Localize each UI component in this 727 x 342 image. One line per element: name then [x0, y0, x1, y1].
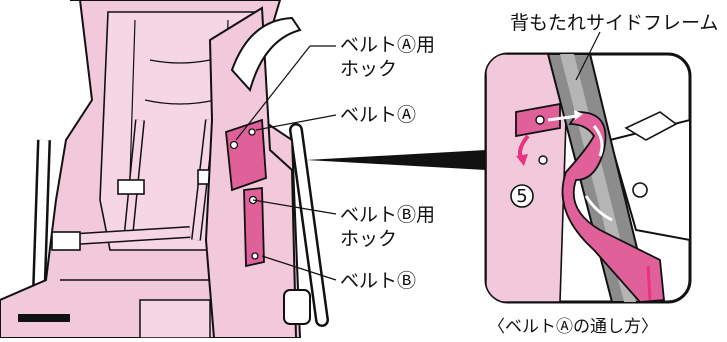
belt-b-hook-label-line1: ベルトⒷ用	[340, 204, 436, 226]
step-number: 5	[516, 186, 527, 207]
belt-a-hook-label-line2: ホック	[340, 58, 398, 80]
detail-hook	[538, 155, 548, 165]
buckle-left	[117, 179, 145, 195]
zoom-pointer	[306, 150, 486, 170]
belt-b-label: ベルトⒷ	[340, 270, 417, 292]
belt-a-label: ベルトⒶ	[340, 104, 417, 126]
belt-b-illustration	[243, 186, 265, 268]
belt-a-hook-label-line1: ベルトⒶ用	[340, 34, 436, 56]
armrest-frame	[230, 16, 302, 93]
callout-leaders	[235, 45, 337, 281]
stroller-seat	[0, 0, 329, 339]
seat-cushion	[139, 299, 211, 339]
frame-label-leader	[575, 31, 601, 81]
belt-a-hook-dot	[229, 140, 239, 150]
belt-b-hook-label-line2: ホック	[340, 228, 398, 250]
detail-caption: 〈ベルトⒶの通し方〉	[488, 317, 658, 337]
frame-label: 背もたれサイドフレーム	[510, 12, 719, 34]
detail-fabric	[486, 54, 567, 302]
step-circle	[510, 184, 534, 208]
detail-belt-a-loop	[561, 111, 665, 302]
belt-a-illustration	[225, 118, 267, 192]
waist-buckle	[51, 231, 81, 251]
detail-view: 5	[484, 31, 692, 304]
frame-joint	[283, 289, 311, 325]
